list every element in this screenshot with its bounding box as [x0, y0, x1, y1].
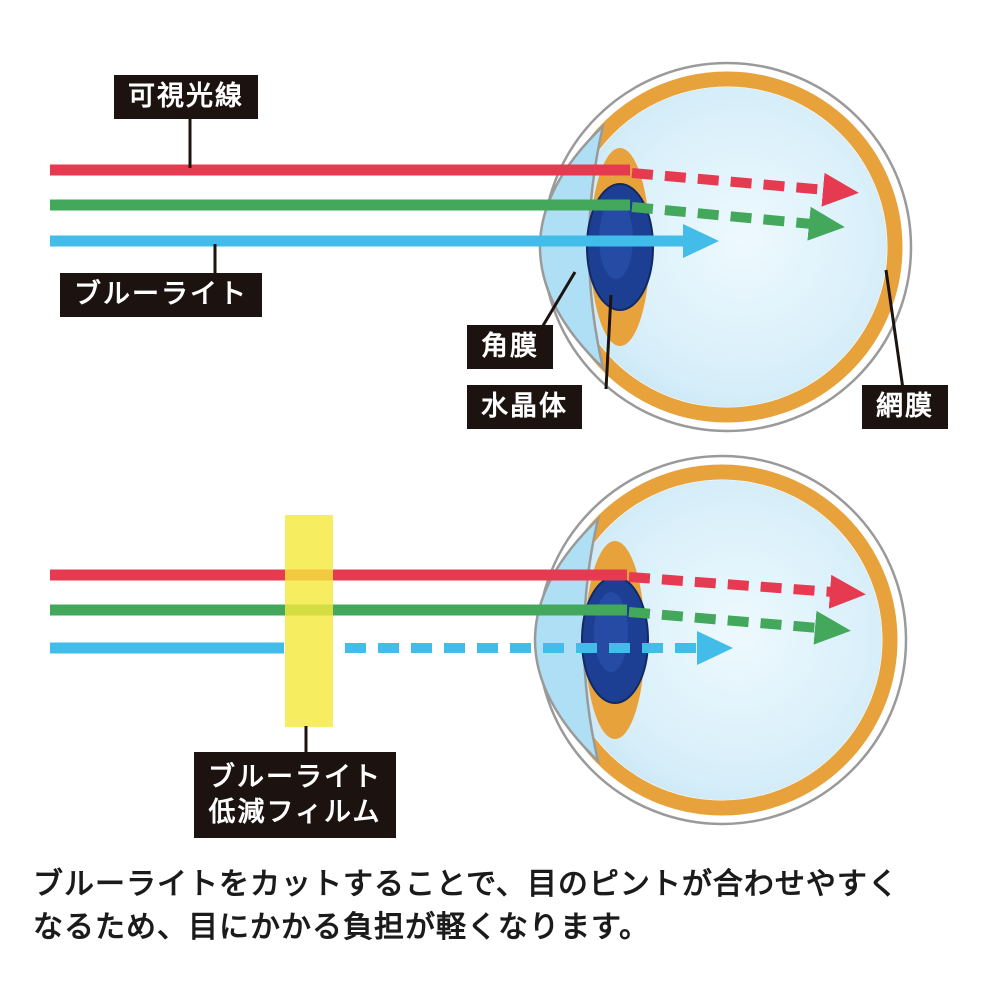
connector-lens — [604, 294, 613, 390]
connector-retina — [884, 269, 905, 390]
top-green-focus-arrow — [631, 202, 845, 241]
label-connectors — [188, 114, 905, 754]
label-blue-light: ブルーライト — [60, 273, 262, 318]
caption-text: ブルーライトをカットすることで、目のピントが合わせやすく なるため、目にかかる負… — [33, 864, 899, 949]
bottom-red-focus-arrow — [628, 572, 866, 609]
label-cornea: 角膜 — [467, 325, 553, 370]
label-blue-light-reduction-film: ブルーライト 低減フィルム — [194, 752, 396, 839]
eye-bottom — [535, 456, 906, 824]
label-lens: 水晶体 — [467, 385, 582, 430]
caption-line2: なるため、目にかかる負担が軽くなります。 — [33, 909, 650, 945]
connector-cornea — [539, 271, 577, 330]
eye-top — [540, 63, 911, 431]
film-label-line1: ブルーライト — [208, 762, 382, 793]
blue-light-filter-film — [285, 515, 333, 727]
bottom-eye-diagram — [50, 456, 906, 824]
label-visible-light: 可視光線 — [114, 75, 258, 120]
top-eye-diagram — [50, 63, 911, 431]
film-label-line2: 低減フィルム — [208, 797, 382, 829]
caption-line1: ブルーライトをカットすることで、目のピントが合わせやすく — [33, 867, 899, 902]
label-retina: 網膜 — [862, 385, 948, 430]
